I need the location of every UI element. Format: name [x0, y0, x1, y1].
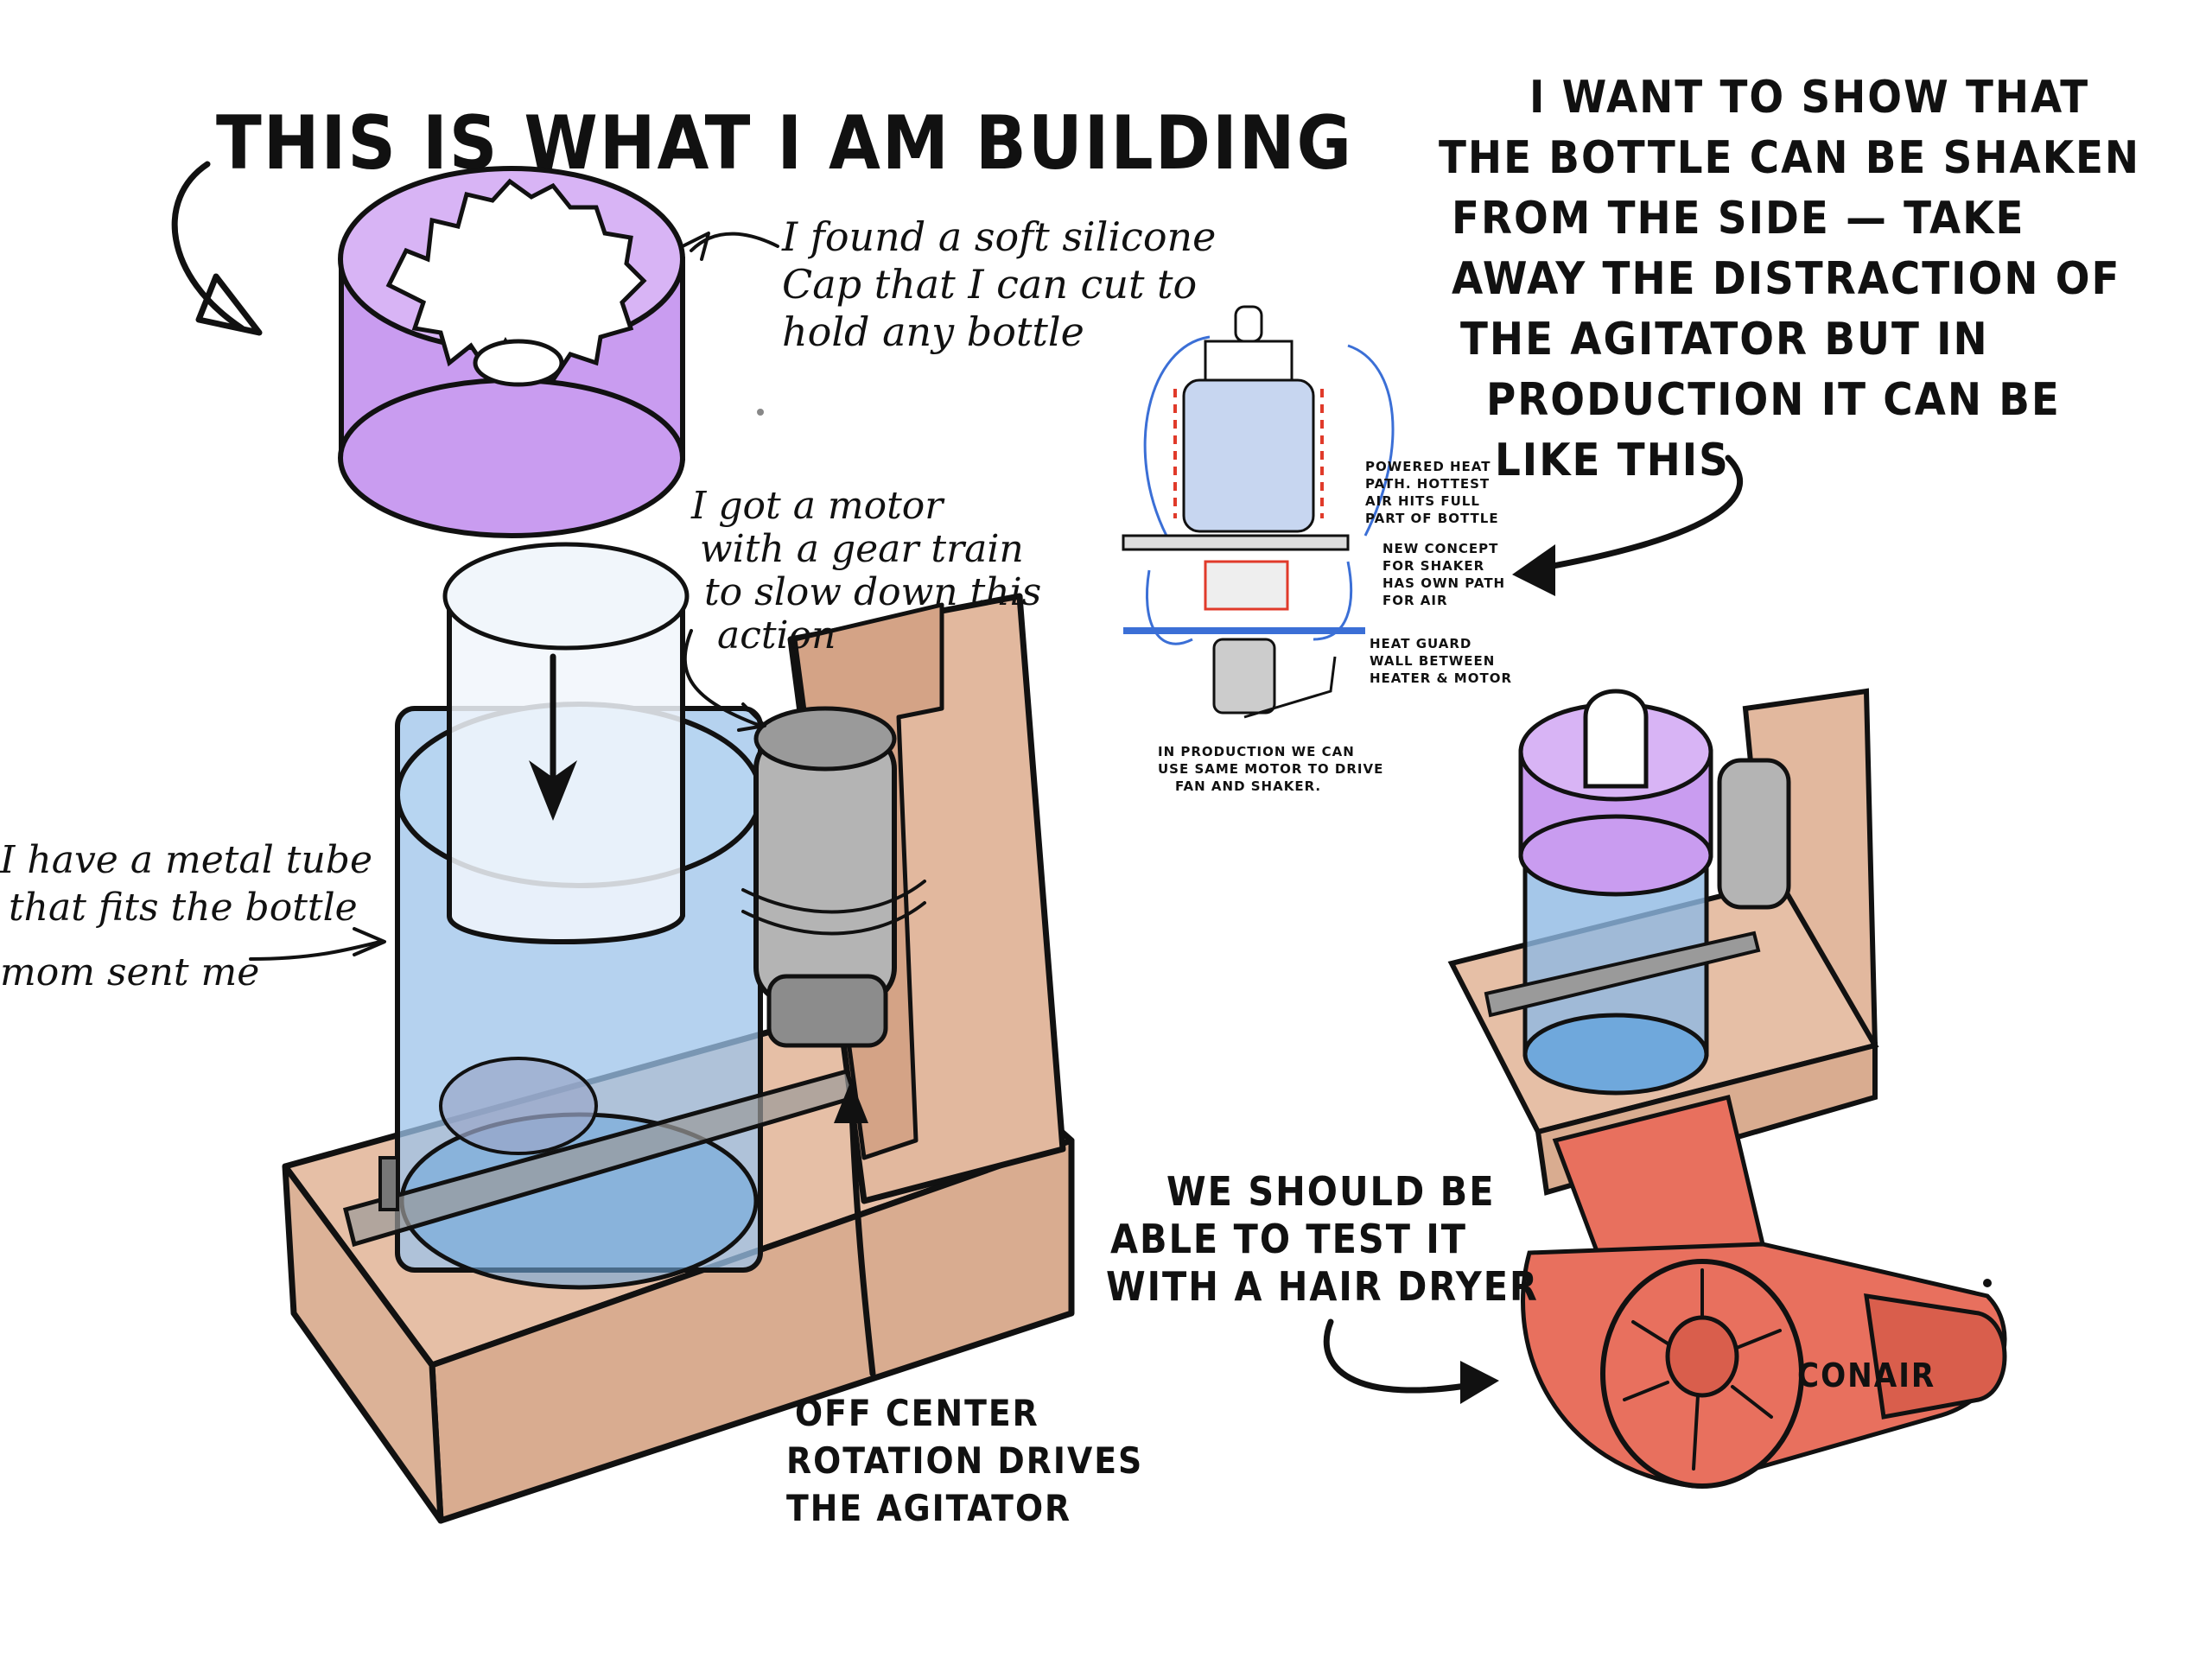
- side-note: I WANT TO SHOW THAT THE BOTTLE CAN BE SH…: [1439, 72, 2140, 596]
- svg-text:POWERED HEAT: POWERED HEAT: [1365, 459, 1491, 474]
- bottle-shoulder: [442, 542, 690, 651]
- svg-text:PART OF BOTTLE: PART OF BOTTLE: [1365, 511, 1499, 526]
- small-motor: [1717, 758, 1791, 910]
- insert-arrow-head: [529, 760, 577, 821]
- svg-text:WITH A HAIR DRYER: WITH A HAIR DRYER: [1106, 1263, 1539, 1310]
- svg-text:PATH. HOTTEST: PATH. HOTTEST: [1365, 476, 1490, 492]
- small-bottle-top: [1583, 689, 1649, 789]
- dryer-hub: [1665, 1315, 1739, 1398]
- svg-text:with a gear train: with a gear train: [700, 527, 1024, 571]
- motor-clamp-2: [741, 901, 926, 936]
- svg-text:Cap that I can cut to: Cap that I can cut to: [782, 261, 1197, 308]
- cap-center: [473, 339, 564, 387]
- sketch-bottle-top: [1204, 340, 1294, 382]
- svg-text:I have a metal tube: I have a metal tube: [0, 838, 372, 882]
- svg-text:ROTATION DRIVES: ROTATION DRIVES: [786, 1439, 1143, 1482]
- dryer-annotation: WE SHOULD BE ABLE TO TEST IT WITH A HAIR…: [1106, 1168, 1539, 1404]
- svg-text:HEAT GUARD: HEAT GUARD: [1370, 636, 1471, 651]
- cap-annotation: I found a soft silicone Cap that I can c…: [681, 213, 1216, 355]
- base-side: [282, 1163, 444, 1524]
- tube-annotation: I have a metal tube that fits the bottle…: [0, 838, 386, 994]
- airflow-left: [1143, 335, 1211, 537]
- dryer-vanes: [1623, 1268, 1782, 1471]
- sketch-fan: [1204, 560, 1289, 611]
- sketch-nipple: [1234, 305, 1263, 343]
- silicone-cap-bottom: [338, 378, 685, 538]
- svg-text:I found a soft silicone: I found a soft silicone: [781, 213, 1216, 260]
- silicone-cap-cut: [385, 178, 647, 384]
- svg-text:THE AGITATOR BUT IN: THE AGITATOR BUT IN: [1460, 314, 1989, 365]
- svg-text:THE AGITATOR: THE AGITATOR: [786, 1487, 1071, 1529]
- svg-text:that fits the bottle: that fits the bottle: [9, 886, 358, 930]
- svg-text:to slow down this: to slow down this: [704, 570, 1041, 614]
- ink-dot: [757, 409, 764, 416]
- motor-gearbox: [766, 974, 888, 1048]
- svg-text:hold any bottle: hold any bottle: [782, 308, 1084, 355]
- svg-text:action: action: [717, 613, 836, 657]
- svg-text:FAN AND SHAKER.: FAN AND SHAKER.: [1175, 778, 1321, 794]
- svg-text:I WANT TO SHOW THAT: I WANT TO SHOW THAT: [1529, 72, 2089, 124]
- svg-text:OFF CENTER: OFF CENTER: [795, 1392, 1039, 1434]
- svg-text:HAS OWN PATH: HAS OWN PATH: [1382, 575, 1505, 591]
- small-cap-bottom: [1518, 814, 1713, 897]
- svg-text:AWAY THE DISTRACTION OF: AWAY THE DISTRACTION OF: [1452, 253, 2120, 305]
- svg-text:mom sent me: mom sent me: [0, 950, 259, 994]
- svg-text:WALL BETWEEN: WALL BETWEEN: [1370, 653, 1495, 669]
- headline-arrow-head: [195, 273, 263, 336]
- svg-text:USE SAME MOTOR TO DRIVE: USE SAME MOTOR TO DRIVE: [1158, 761, 1383, 777]
- motor-annotation: I got a motor with a gear train to slow …: [683, 484, 1041, 732]
- airflow-right: [1347, 344, 1395, 537]
- sketch-motor: [1212, 638, 1276, 715]
- svg-text:AIR HITS FULL: AIR HITS FULL: [1365, 493, 1480, 509]
- svg-text:I got a motor: I got a motor: [690, 484, 945, 528]
- hair-dryer: CONAIR: [1521, 1094, 2007, 1489]
- sketch-bottle: [1182, 378, 1315, 533]
- headline: THIS IS WHAT I AM BUILDING: [216, 100, 1353, 187]
- headline-arrow: [171, 161, 245, 332]
- svg-text:FOR AIR: FOR AIR: [1382, 593, 1448, 608]
- dryer-brand: CONAIR: [1797, 1356, 1936, 1394]
- svg-text:NEW CONCEPT: NEW CONCEPT: [1382, 541, 1498, 556]
- agitator-pad: [439, 1057, 598, 1155]
- motor-body: [753, 732, 897, 1005]
- svg-text:WE SHOULD BE: WE SHOULD BE: [1166, 1168, 1496, 1215]
- ink-dot: [1983, 1279, 1992, 1287]
- svg-text:THE BOTTLE CAN BE SHAKEN: THE BOTTLE CAN BE SHAKEN: [1439, 132, 2140, 184]
- small-tube-bottom: [1522, 1013, 1709, 1096]
- small-arm: [1484, 931, 1761, 1018]
- dryer-nozzle: [1864, 1293, 2007, 1420]
- motor-top: [753, 706, 897, 772]
- main-assembly: [282, 166, 1075, 1524]
- concept-sketch: POWERED HEAT PATH. HOTTEST AIR HITS FULL…: [1122, 305, 1512, 794]
- svg-text:FROM THE SIDE — TAKE: FROM THE SIDE — TAKE: [1452, 193, 2024, 245]
- motor-clamp: [741, 880, 926, 914]
- svg-text:HEATER & MOTOR: HEATER & MOTOR: [1370, 670, 1512, 686]
- svg-text:LIKE THIS: LIKE THIS: [1495, 435, 1730, 486]
- sketch-linkage: [1243, 656, 1337, 719]
- svg-text:FOR SHAKER: FOR SHAKER: [1382, 558, 1484, 574]
- svg-text:PRODUCTION IT CAN BE: PRODUCTION IT CAN BE: [1486, 374, 2061, 426]
- airflow-right-low: [1313, 561, 1353, 641]
- svg-text:IN PRODUCTION WE CAN: IN PRODUCTION WE CAN: [1158, 744, 1355, 759]
- agitator-pin: [378, 1156, 399, 1211]
- rotation-annotation: OFF CENTER ROTATION DRIVES THE AGITATOR: [786, 1080, 1143, 1529]
- svg-text:ABLE TO TEST IT: ABLE TO TEST IT: [1110, 1216, 1467, 1262]
- sketch-shaker-bar: [1122, 534, 1350, 551]
